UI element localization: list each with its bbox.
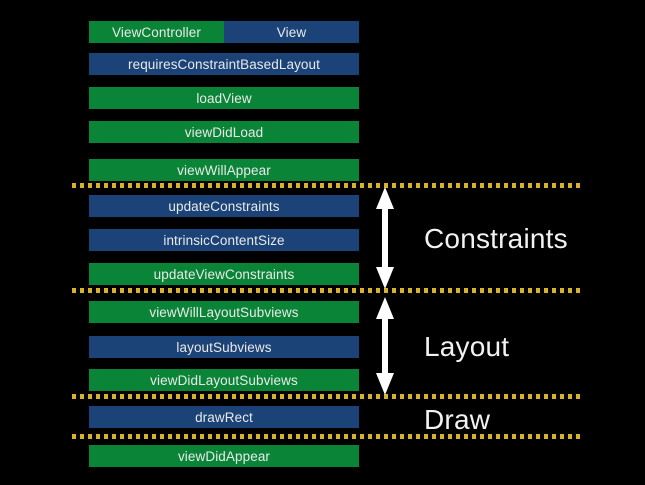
phase-label-layout: Layout [424,331,510,362]
phase-label-constraints: Constraints [424,223,568,254]
lifecycle-bar-intrinsicContentSize: intrinsicContentSize [89,229,359,251]
lifecycle-bar-viewDidLoad: viewDidLoad [89,121,359,143]
divider-draw-bottom [72,434,580,439]
legend-view-controller: ViewController [89,21,224,43]
lifecycle-bar-updateViewConstraints: updateViewConstraints [89,263,359,285]
layout-range-arrow-icon [374,297,396,395]
constraints-range-arrow-icon [374,187,396,289]
lifecycle-bar-loadView: loadView [89,87,359,109]
lifecycle-bar-requiresConstraintBasedLayout: requiresConstraintBasedLayout [89,53,359,75]
legend-bar: ViewController View [89,21,359,43]
lifecycle-bar-viewDidLayoutSubviews: viewDidLayoutSubviews [89,369,359,391]
lifecycle-bar-viewDidAppear: viewDidAppear [89,445,359,467]
lifecycle-bar-viewWillLayoutSubviews: viewWillLayoutSubviews [89,301,359,323]
lifecycle-bar-updateConstraints: updateConstraints [89,195,359,217]
lifecycle-bar-viewWillAppear: viewWillAppear [89,159,359,181]
lifecycle-bar-drawRect: drawRect [89,406,359,428]
lifecycle-bar-layoutSubviews: layoutSubviews [89,336,359,358]
divider-layout-bottom [72,394,580,399]
divider-constraints-bottom [72,288,580,293]
phase-label-draw: Draw [424,404,491,435]
divider-constraints-top [72,183,580,188]
legend-view: View [224,21,359,43]
